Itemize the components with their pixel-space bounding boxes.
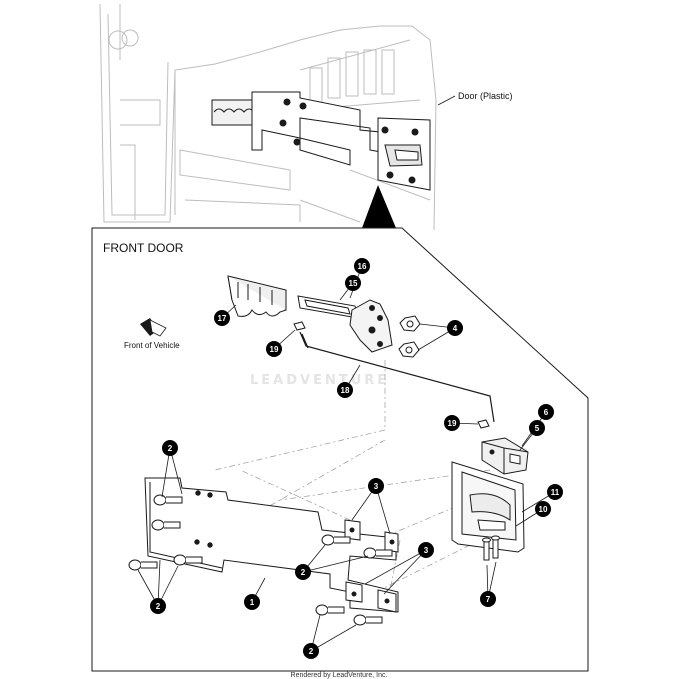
- callout-10[interactable]: 10: [535, 501, 551, 517]
- svg-text:19: 19: [448, 419, 457, 428]
- callout-7[interactable]: 7: [480, 591, 496, 607]
- bolt: [128, 559, 158, 571]
- front-of-vehicle-arrow: [140, 318, 167, 337]
- striker-plate-part: [451, 461, 525, 553]
- svg-text:2: 2: [168, 444, 173, 453]
- door-mounted-latch-assembly: [211, 91, 431, 191]
- bolt: [321, 534, 351, 546]
- lock-nut-parts: [398, 315, 421, 358]
- callout-2[interactable]: 2: [295, 564, 311, 580]
- svg-text:3: 3: [424, 546, 429, 555]
- latch-block-part: [481, 437, 529, 475]
- svg-text:15: 15: [349, 279, 358, 288]
- callout-3[interactable]: 3: [368, 478, 384, 494]
- bolt: [153, 494, 183, 506]
- handle-grip-part: [227, 275, 287, 317]
- svg-text:5: 5: [535, 424, 540, 433]
- bolt: [363, 547, 393, 559]
- svg-text:3: 3: [374, 482, 379, 491]
- callout-group: 16 15 17 4 19 18 6 5 19 2 3 11 10 3 2 2 …: [150, 258, 563, 659]
- svg-text:19: 19: [270, 345, 279, 354]
- callout-1[interactable]: 1: [244, 594, 260, 610]
- front-of-vehicle-label: Front of Vehicle: [124, 341, 180, 350]
- latch-rod-part: [299, 331, 495, 423]
- striker-screw-parts: [482, 535, 500, 561]
- svg-text:2: 2: [156, 602, 161, 611]
- svg-text:2: 2: [309, 647, 314, 656]
- door-ghost-outline: [99, 3, 437, 231]
- bolt: [353, 614, 383, 626]
- door-leader-line: [437, 95, 456, 106]
- callout-3[interactable]: 3: [418, 542, 434, 558]
- svg-text:6: 6: [544, 408, 549, 417]
- callout-18[interactable]: 18: [337, 382, 353, 398]
- callout-19[interactable]: 19: [444, 415, 460, 431]
- mounting-plate-part: [144, 477, 399, 613]
- svg-text:1: 1: [250, 598, 255, 607]
- callout-5[interactable]: 5: [529, 420, 545, 436]
- svg-text:2: 2: [301, 568, 306, 577]
- callout-2[interactable]: 2: [150, 598, 166, 614]
- callout-17[interactable]: 17: [214, 310, 230, 326]
- watermark: LEADVENTURE: [250, 373, 389, 388]
- section-title: FRONT DOOR: [103, 241, 184, 255]
- rod-clip-parts: [293, 321, 490, 429]
- bolt: [151, 519, 181, 531]
- callout-15[interactable]: 15: [345, 275, 361, 291]
- latch-lever-part: [349, 299, 393, 353]
- svg-text:11: 11: [551, 488, 560, 497]
- bolt: [315, 604, 345, 616]
- door-label: Door (Plastic): [458, 91, 513, 101]
- svg-text:4: 4: [453, 324, 458, 333]
- svg-text:7: 7: [486, 595, 491, 604]
- callout-11[interactable]: 11: [547, 484, 563, 500]
- svg-text:17: 17: [218, 314, 227, 323]
- footer-credit: Rendered by LeadVenture, Inc.: [291, 672, 388, 679]
- callout-6[interactable]: 6: [538, 404, 554, 420]
- svg-text:10: 10: [539, 505, 548, 514]
- callout-2[interactable]: 2: [303, 643, 319, 659]
- zoom-pointer-triangle: [362, 185, 396, 228]
- bolt-parts: [128, 494, 393, 626]
- callout-2[interactable]: 2: [162, 440, 178, 456]
- callout-19[interactable]: 19: [266, 341, 282, 357]
- svg-text:16: 16: [358, 262, 367, 271]
- callout-16[interactable]: 16: [354, 258, 370, 274]
- bolt: [173, 554, 203, 566]
- callout-4[interactable]: 4: [447, 320, 463, 336]
- svg-text:18: 18: [341, 386, 350, 395]
